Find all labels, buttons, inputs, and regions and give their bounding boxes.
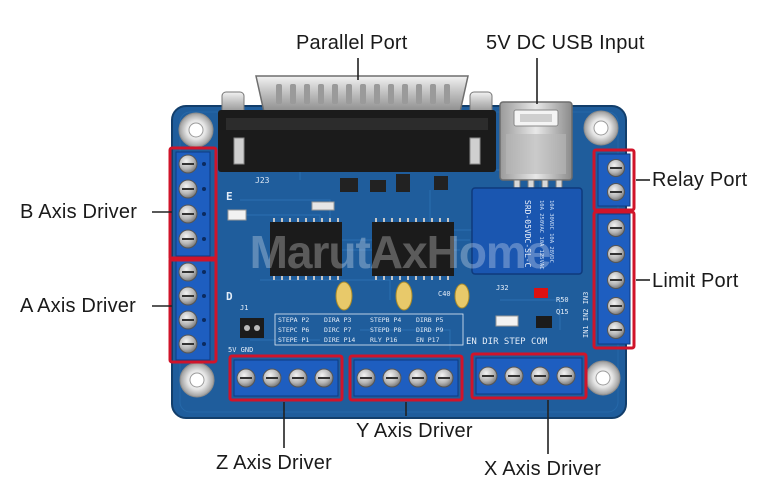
highlight-x-axis <box>470 352 588 400</box>
highlight-z-axis <box>228 354 344 402</box>
letter-d: D <box>226 290 233 303</box>
j1-label: J1 <box>240 304 248 312</box>
highlight-limit-port <box>592 210 636 350</box>
gnd-label: 5V GND <box>228 346 253 354</box>
pin-row-3a: STEPB P4 <box>370 316 401 324</box>
c40-label: C40 <box>438 290 451 298</box>
pin-row-1b: STEPC P6 <box>278 326 309 334</box>
r50-label: R50 <box>556 296 569 304</box>
bottom-row-label: EN DIR STEP COM <box>466 337 548 347</box>
pin-row-1a: STEPA P2 <box>278 316 309 324</box>
svg-text:10A 30VDC 10A 28VDC: 10A 30VDC 10A 28VDC <box>548 200 554 263</box>
ic-chip-right <box>372 218 454 280</box>
terminal-y-axis <box>353 359 459 397</box>
silkscreen: E D J1 5V GND STEPA P2 STEPC P6 STEPE P1… <box>226 190 590 354</box>
label-limit-port: Limit Port <box>652 270 739 292</box>
pin-row-1c: STEPE P1 <box>278 336 309 344</box>
j23-label: J23 <box>255 176 270 185</box>
highlight-a-axis <box>168 256 218 364</box>
pin-row-3c: RLY P16 <box>370 336 397 344</box>
label-z-axis: Z Axis Driver <box>216 452 332 474</box>
label-x-axis: X Axis Driver <box>484 458 602 480</box>
pin-row-4a: DIRB P5 <box>416 316 443 324</box>
pin-row-4b: DIRD P9 <box>416 326 443 334</box>
label-usb-input: 5V DC USB Input <box>486 32 645 54</box>
relay: SRD-05VDC-SL-C 10A 250VAC 10A 125VAC 10A… <box>471 187 583 275</box>
usb-port <box>499 101 573 195</box>
label-y-axis: Y Axis Driver <box>356 420 473 442</box>
highlight-relay-port <box>592 148 636 212</box>
relay-model-label: SRD-05VDC-SL-C <box>523 200 532 268</box>
mounting-hole-bottom-left <box>179 362 215 398</box>
terminal-a-axis <box>175 259 211 361</box>
pin-row-3b: STEPD P8 <box>370 326 401 334</box>
pin-row-4c: EN P17 <box>416 336 440 344</box>
smd-components <box>227 174 552 338</box>
highlight-y-axis <box>348 354 464 402</box>
terminal-limit <box>597 213 631 345</box>
terminal-x-axis <box>475 357 583 395</box>
label-relay-port: Relay Port <box>652 169 748 191</box>
letter-e: E <box>226 190 233 203</box>
terminal-b-axis <box>175 151 211 257</box>
pin-row-2b: DIRC P7 <box>324 326 351 334</box>
mounting-hole-top-right <box>583 110 619 146</box>
ic-chip-left <box>270 218 342 280</box>
terminal-relay <box>597 153 631 207</box>
label-parallel-port: Parallel Port <box>296 32 408 54</box>
mounting-hole-top-left <box>178 112 214 148</box>
mounting-hole-bottom-right <box>585 360 621 396</box>
pin-row-2c: DIRE P14 <box>324 336 355 344</box>
db25-connector: J23 <box>218 75 496 185</box>
label-b-axis: B Axis Driver <box>20 201 138 223</box>
highlight-b-axis <box>168 146 218 262</box>
label-a-axis: A Axis Driver <box>20 295 136 317</box>
j32-label: J32 <box>496 284 509 292</box>
svg-text:10A 250VAC 10A 125VAC: 10A 250VAC 10A 125VAC <box>538 200 544 270</box>
terminal-z-axis <box>233 359 339 397</box>
watermark-text: MarutAxHome <box>250 226 551 278</box>
pin-row-2a: DIRA P3 <box>324 316 351 324</box>
limit-pins-label: IN1 IN2 IN3 <box>582 292 590 338</box>
q15-label: Q15 <box>556 308 569 316</box>
